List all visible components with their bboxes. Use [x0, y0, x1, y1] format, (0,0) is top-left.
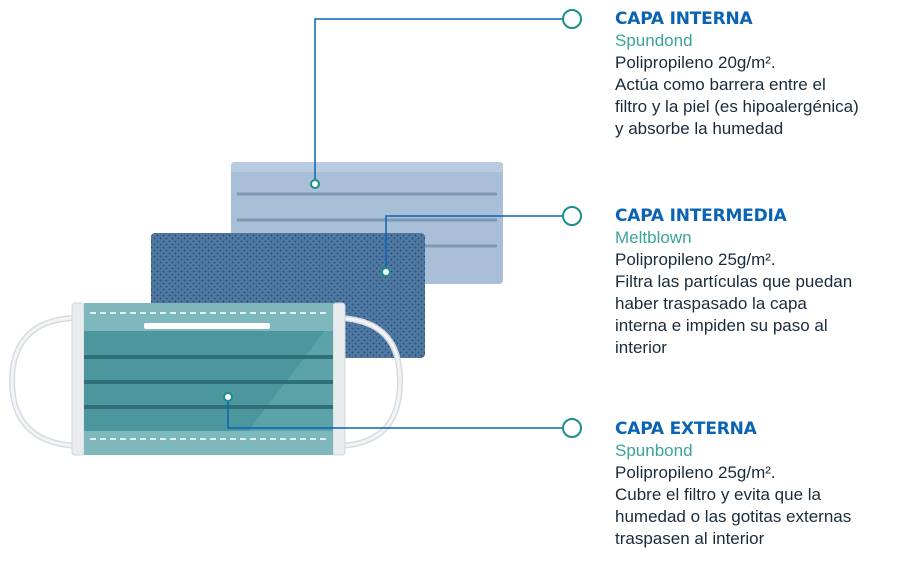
description-line: y absorbe la humedad — [615, 119, 784, 138]
description-line: interna e impiden su paso al — [615, 316, 828, 335]
outer-layer-illustration — [71, 302, 346, 456]
layer-material: Spundond — [615, 31, 693, 50]
description-line: haber traspasado la capa — [615, 294, 807, 313]
layer-block-outer: CAPA EXTERNA Spunbond Polipropileno 25g/… — [615, 418, 915, 550]
layer-material: Meltblown — [615, 228, 692, 247]
description-line: Filtra las partículas que puedan — [615, 272, 853, 291]
description-line: Actúa como barrera entre el — [615, 75, 826, 94]
layer-title: CAPA EXTERNA — [615, 419, 757, 439]
description-line: filtro y la piel (es hipoalergénica) — [615, 97, 859, 116]
layer-description: Actúa como barrera entre el filtro y la … — [615, 74, 915, 140]
description-line: interior — [615, 338, 667, 357]
layer-block-intermediate: CAPA INTERMEDIA Meltblown Polipropileno … — [615, 205, 915, 359]
connector-intermediate — [381, 206, 582, 277]
connector-inner — [310, 9, 582, 189]
layer-title: CAPA INTERNA — [615, 9, 753, 29]
layer-composition: Polipropileno 25g/m². — [615, 250, 776, 269]
layer-description: Filtra las partículas que puedan haber t… — [615, 271, 915, 359]
layer-composition: Polipropileno 25g/m². — [615, 463, 776, 482]
layer-material: Spunbond — [615, 441, 693, 460]
description-line: Cubre el filtro y evita que la — [615, 485, 821, 504]
layer-composition: Polipropileno 20g/m². — [615, 53, 776, 72]
layer-block-inner: CAPA INTERNA Spundond Polipropileno 20g/… — [615, 8, 915, 140]
layer-title: CAPA INTERMEDIA — [615, 206, 787, 226]
description-line: humedad o las gotitas externas — [615, 507, 852, 526]
connector-outer — [223, 392, 582, 438]
ear-loops-outline — [10, 316, 402, 448]
description-line: traspasen al interior — [615, 529, 765, 548]
layer-description: Cubre el filtro y evita que la humedad o… — [615, 484, 915, 550]
